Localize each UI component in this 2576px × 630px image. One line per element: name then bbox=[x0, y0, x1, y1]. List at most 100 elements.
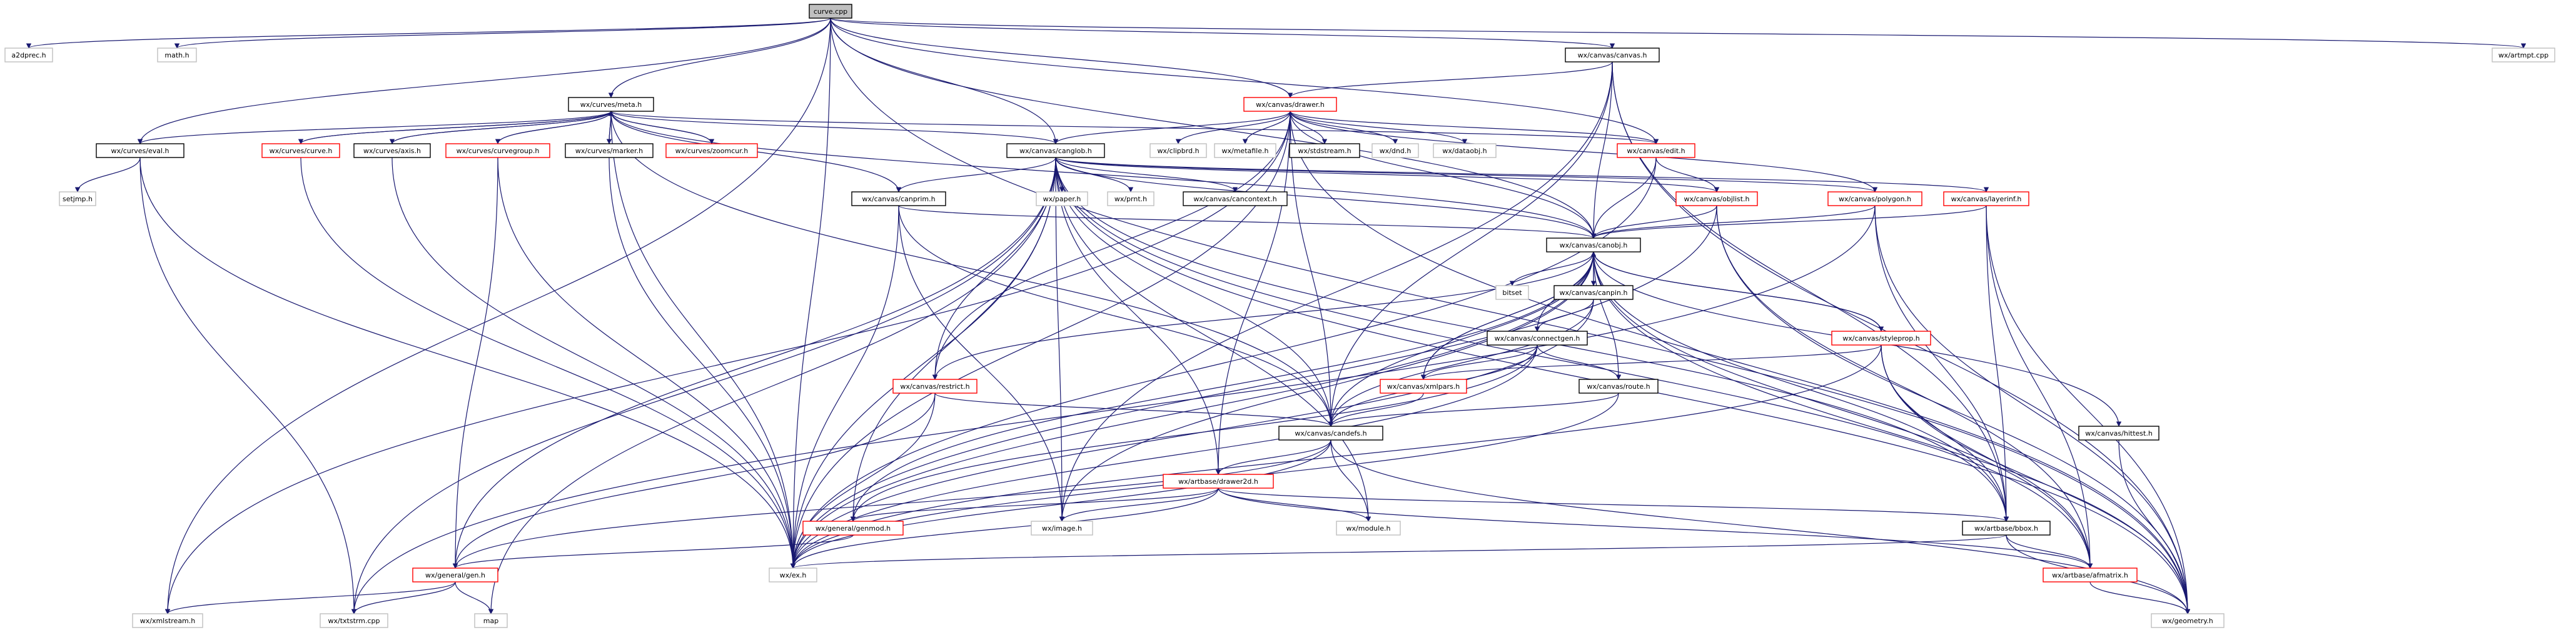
node-label: wx/clipbrd.h bbox=[1157, 147, 1199, 155]
node-n25[interactable]: wx/canvas/objlist.h bbox=[1675, 191, 1758, 206]
node-n41[interactable]: wx/module.h bbox=[1336, 521, 1401, 536]
edge-n6-n26 bbox=[1290, 111, 1878, 192]
node-n46[interactable]: wx/xmlstream.h bbox=[132, 613, 203, 628]
node-n30[interactable]: wx/canvas/canpin.h bbox=[1553, 285, 1634, 300]
node-n33[interactable]: wx/canvas/restrict.h bbox=[892, 379, 977, 394]
node-n29[interactable]: bitset bbox=[1495, 285, 1529, 300]
edge-n0-n14 bbox=[830, 18, 1059, 144]
edge-n10-n5 bbox=[391, 111, 614, 144]
edge-n5-n44 bbox=[610, 111, 796, 569]
edge-n28-n44 bbox=[790, 251, 1594, 569]
node-n0[interactable]: curve.cpp bbox=[809, 4, 852, 19]
edge-n28-n33 bbox=[932, 251, 1594, 380]
edge-n8-n20 bbox=[74, 157, 141, 192]
node-n19[interactable]: wx/dataobj.h bbox=[1433, 143, 1497, 158]
node-n1[interactable]: a2dprec.h bbox=[4, 48, 53, 62]
edge-n6-n36 bbox=[1290, 111, 1334, 427]
node-n27[interactable]: wx/canvas/layerinf.h bbox=[1943, 191, 2029, 206]
node-box bbox=[892, 379, 977, 394]
edge-n0-n28 bbox=[830, 18, 1597, 239]
node-n22[interactable]: wx/paper.h bbox=[1036, 191, 1088, 206]
node-box bbox=[59, 191, 96, 206]
node-n35[interactable]: wx/canvas/route.h bbox=[1578, 379, 1659, 394]
node-box bbox=[1962, 521, 2051, 536]
node-n8[interactable]: wx/curves/eval.h bbox=[96, 143, 184, 158]
node-box bbox=[1433, 143, 1497, 158]
edge-n6-n14 bbox=[1053, 111, 1291, 144]
edge-n14-n45 bbox=[1055, 157, 2093, 569]
node-n12[interactable]: wx/curves/marker.h bbox=[565, 143, 654, 158]
node-label: wx/prnt.h bbox=[1114, 195, 1147, 203]
node-label: wx/canvas/route.h bbox=[1587, 382, 1650, 391]
node-n48[interactable]: map bbox=[474, 613, 508, 628]
edge-n21-n44 bbox=[790, 205, 899, 569]
node-n21[interactable]: wx/canvas/canprim.h bbox=[851, 191, 946, 206]
edge-n14-n25 bbox=[1055, 157, 1719, 192]
node-n11[interactable]: wx/curves/curvegroup.h bbox=[445, 143, 550, 158]
node-box bbox=[802, 521, 904, 536]
node-n37[interactable]: wx/canvas/hittest.h bbox=[2078, 426, 2159, 441]
node-n45[interactable]: wx/artbase/afmatrix.h bbox=[2043, 568, 2138, 582]
node-n42[interactable]: wx/artbase/bbox.h bbox=[1962, 521, 2051, 536]
node-n47[interactable]: wx/txtstrm.cpp bbox=[320, 613, 388, 628]
edge-n14-n43 bbox=[452, 157, 1056, 569]
node-box bbox=[1565, 48, 1660, 62]
node-n4[interactable]: wx/artmpt.cpp bbox=[2492, 48, 2555, 62]
node-n13[interactable]: wx/curves/zoomcur.h bbox=[665, 143, 758, 158]
edge-n36-n38 bbox=[1215, 439, 1331, 475]
edge-n6-n18 bbox=[1290, 111, 1398, 144]
edge-n5-n14 bbox=[610, 111, 1058, 144]
node-n32[interactable]: wx/canvas/styleprop.h bbox=[1831, 331, 1931, 346]
edge-n34-n28 bbox=[1423, 251, 1597, 380]
node-n34[interactable]: wx/canvas/xmlpars.h bbox=[1380, 379, 1467, 394]
node-n20[interactable]: setjmp.h bbox=[59, 191, 96, 206]
node-label: wx/stdstream.h bbox=[1298, 147, 1351, 155]
node-n10[interactable]: wx/curves/axis.h bbox=[353, 143, 431, 158]
node-n5[interactable]: wx/curves/meta.h bbox=[568, 97, 654, 112]
node-n16[interactable]: wx/metafile.h bbox=[1214, 143, 1276, 158]
node-n15[interactable]: wx/clipbrd.h bbox=[1149, 143, 1207, 158]
node-box bbox=[1107, 191, 1154, 206]
node-n2[interactable]: math.h bbox=[157, 48, 197, 62]
node-n39[interactable]: wx/general/genmod.h bbox=[802, 521, 904, 536]
edge-n25-n45 bbox=[1716, 205, 2093, 569]
edge-n14-n39 bbox=[850, 157, 1056, 522]
edge-n14-n28 bbox=[1055, 157, 1597, 239]
node-n14[interactable]: wx/canvas/canglob.h bbox=[1006, 143, 1105, 158]
edge-n13-n5 bbox=[608, 111, 712, 144]
node-n36[interactable]: wx/canvas/candefs.h bbox=[1278, 426, 1383, 441]
node-n6[interactable]: wx/canvas/drawer.h bbox=[1243, 97, 1337, 112]
node-label: wx/canvas/xmlpars.h bbox=[1387, 382, 1460, 391]
node-label: wx/canvas/canobj.h bbox=[1560, 241, 1628, 249]
node-label: wx/curves/meta.h bbox=[580, 101, 642, 109]
node-n3[interactable]: wx/canvas/canvas.h bbox=[1565, 48, 1660, 62]
node-n28[interactable]: wx/canvas/canobj.h bbox=[1546, 238, 1641, 252]
node-n26[interactable]: wx/canvas/polygon.h bbox=[1827, 191, 1922, 206]
node-label: wx/dataobj.h bbox=[1442, 147, 1487, 155]
edge-n3-n36 bbox=[1328, 61, 1613, 427]
edge-n14-n41 bbox=[1055, 157, 1371, 522]
node-n7[interactable]: wx/canvas/edit.h bbox=[1617, 143, 1695, 158]
edge-n14-n23 bbox=[1055, 157, 1134, 192]
node-n49[interactable]: wx/geometry.h bbox=[2151, 613, 2225, 628]
node-n38[interactable]: wx/artbase/drawer2d.h bbox=[1163, 474, 1274, 489]
edge-n14-n48 bbox=[488, 157, 1056, 614]
node-n23[interactable]: wx/prnt.h bbox=[1107, 191, 1154, 206]
node-n17[interactable]: wx/stdstream.h bbox=[1289, 143, 1360, 158]
edge-n14-n38 bbox=[1055, 157, 1221, 475]
edge-n27-n28 bbox=[1590, 205, 1987, 239]
node-n44[interactable]: wx/ex.h bbox=[769, 568, 817, 582]
node-n43[interactable]: wx/general/gen.h bbox=[412, 568, 498, 582]
node-label: wx/canvas/canglob.h bbox=[1019, 147, 1092, 155]
edge-n25-n28 bbox=[1590, 205, 1717, 239]
node-n40[interactable]: wx/image.h bbox=[1031, 521, 1093, 536]
node-box bbox=[2078, 426, 2159, 441]
edge-n32-n34 bbox=[1421, 344, 1882, 380]
node-label: wx/canvas/edit.h bbox=[1627, 147, 1685, 155]
node-n9[interactable]: wx/curves/curve.h bbox=[261, 143, 340, 158]
node-n18[interactable]: wx/dnd.h bbox=[1371, 143, 1419, 158]
node-n31[interactable]: wx/canvas/connectgen.h bbox=[1487, 331, 1588, 346]
node-n24[interactable]: wx/canvas/cancontext.h bbox=[1183, 191, 1288, 206]
edge-n25-n44 bbox=[790, 205, 1717, 569]
